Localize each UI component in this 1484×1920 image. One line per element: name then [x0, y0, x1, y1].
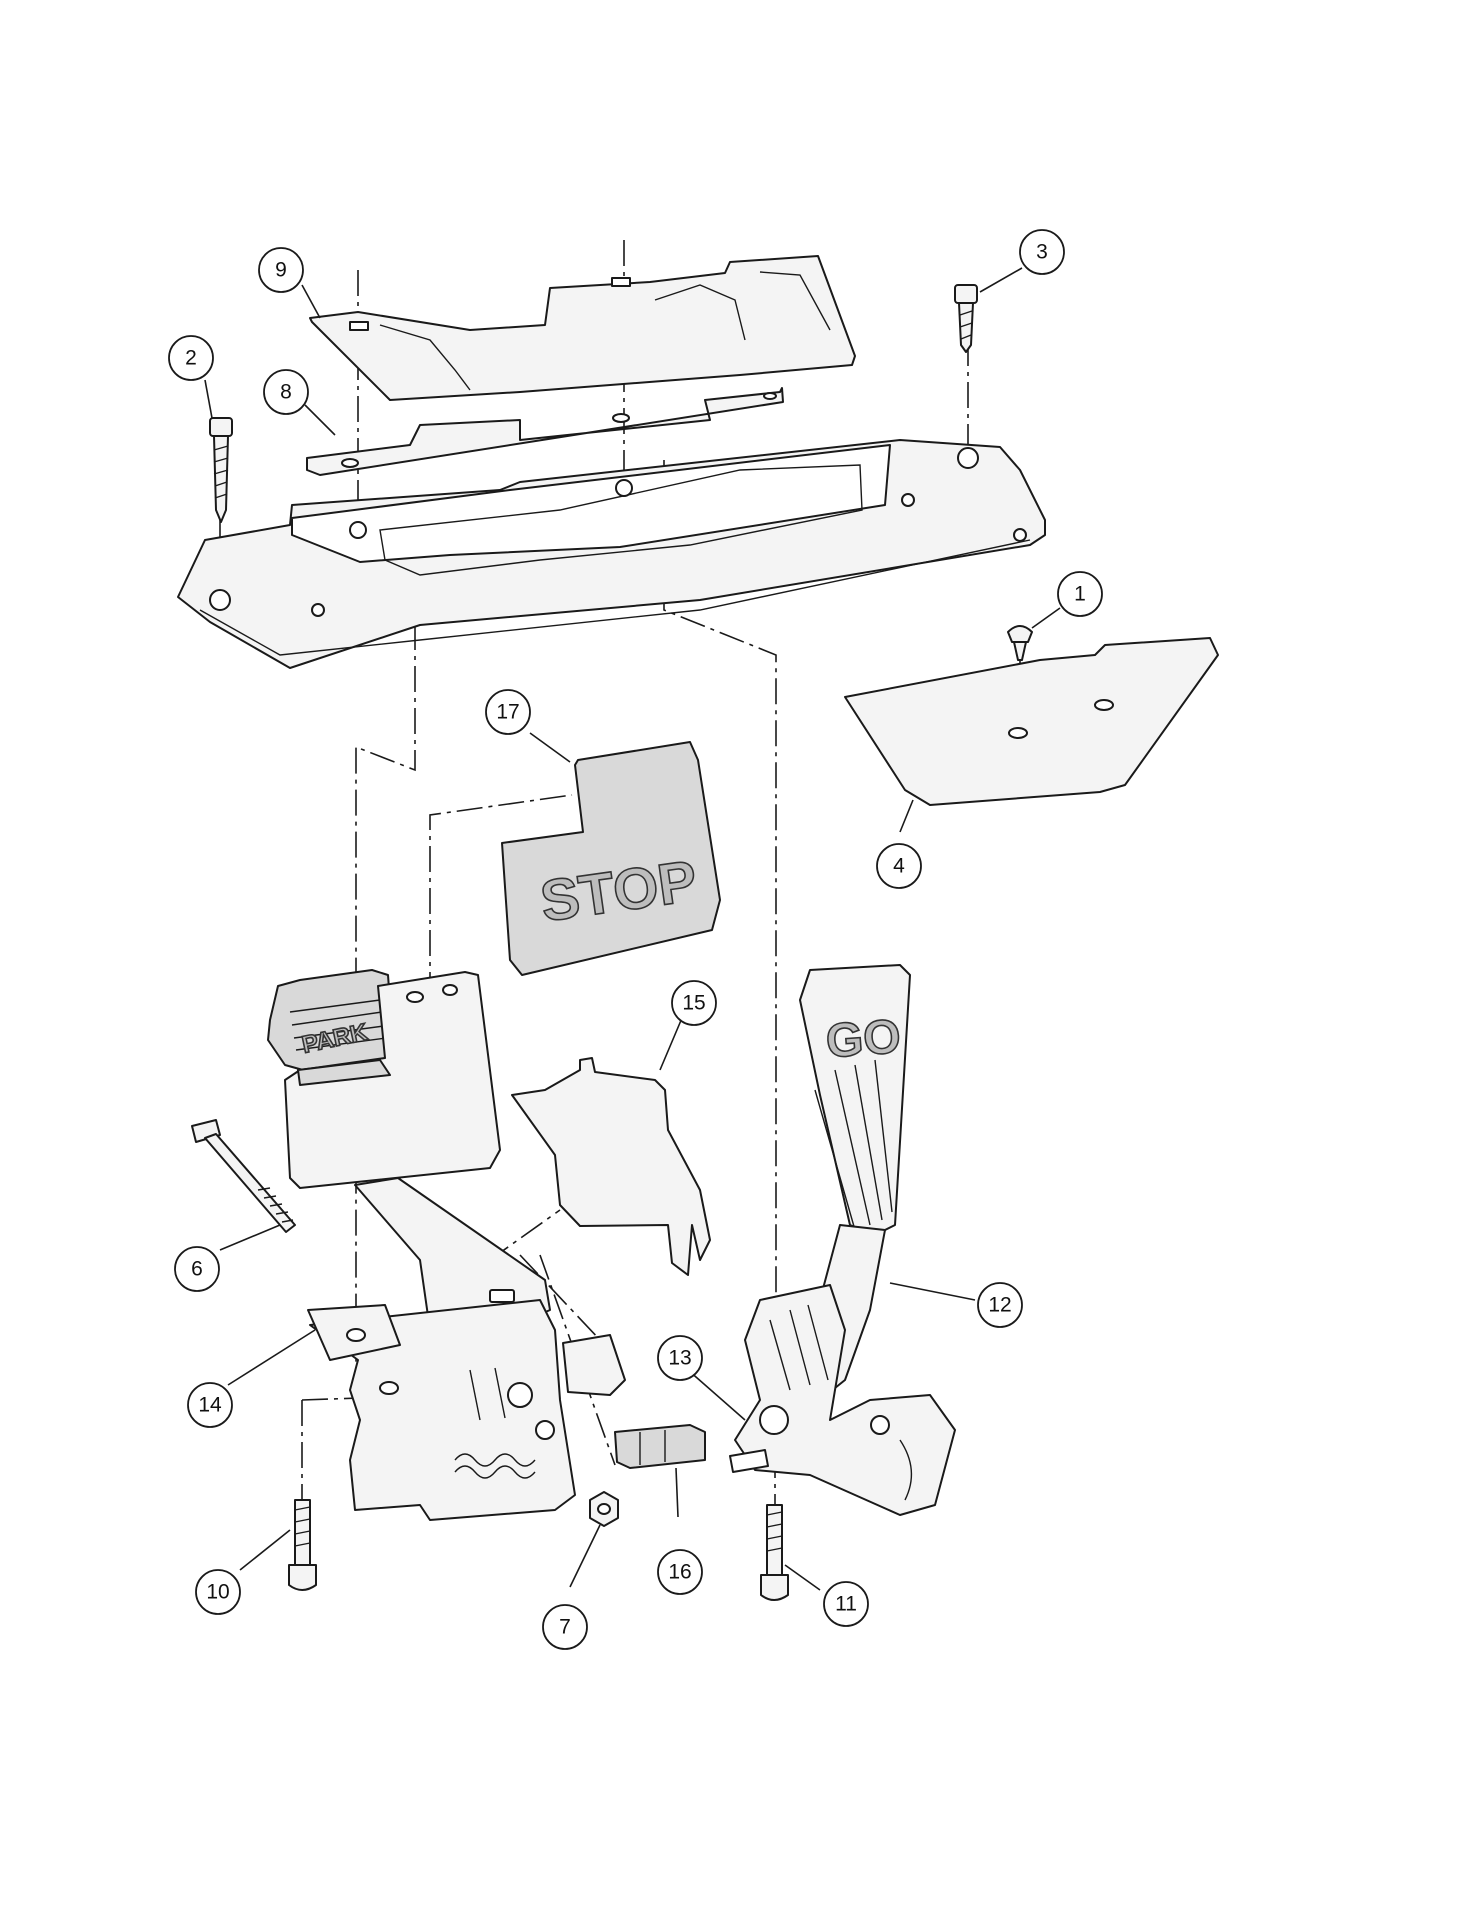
- push-pin-clip: [1007, 625, 1033, 661]
- callout-8: 8: [263, 369, 309, 415]
- callout-10: 10: [195, 1569, 241, 1615]
- callout-16: 16: [657, 1549, 703, 1595]
- callout-13: 13: [657, 1335, 703, 1381]
- callout-15: 15: [671, 980, 717, 1026]
- stop-bumper: [614, 1424, 706, 1469]
- callout-12-label: 12: [988, 1294, 1011, 1317]
- callout-14: 14: [187, 1382, 233, 1428]
- screw-right: [954, 284, 978, 353]
- callout-6-label: 6: [191, 1258, 203, 1281]
- callout-10-label: 10: [206, 1581, 229, 1604]
- leader-lines: [204, 267, 1061, 1591]
- go-pedal-text: GO: [824, 1010, 902, 1068]
- stop-pedal-pad: STOP: [501, 741, 721, 976]
- callout-11: 11: [823, 1581, 869, 1627]
- gasket-strip: [306, 387, 784, 476]
- callout-15-label: 15: [682, 992, 705, 1015]
- callout-4: 4: [876, 843, 922, 889]
- callout-11-label: 11: [835, 1593, 857, 1616]
- callout-3: 3: [1019, 229, 1065, 275]
- callout-6: 6: [174, 1246, 220, 1292]
- callout-14-label: 14: [198, 1394, 222, 1417]
- floor-mat: [844, 637, 1219, 806]
- callout-9: 9: [258, 247, 304, 293]
- bolt-left: [288, 1499, 317, 1591]
- callout-17: 17: [485, 689, 531, 735]
- callout-1-label: 1: [1074, 583, 1086, 606]
- callout-9-label: 9: [275, 259, 287, 282]
- brake-pedal-assembly: [284, 971, 626, 1521]
- screw-left: [209, 417, 233, 523]
- callout-1: 1: [1057, 571, 1103, 617]
- pivot-bolt-long: [191, 1119, 296, 1233]
- callout-7: 7: [542, 1604, 588, 1650]
- callout-3-label: 3: [1036, 241, 1048, 264]
- callout-2: 2: [168, 335, 214, 381]
- callout-16-label: 16: [668, 1561, 691, 1584]
- cover-bracket: [511, 1057, 711, 1276]
- callout-12: 12: [977, 1282, 1023, 1328]
- callout-4-label: 4: [893, 855, 905, 878]
- top-trim-cover: [309, 255, 856, 401]
- park-switch-text: PARK: [300, 1019, 371, 1059]
- accelerator-pedal-assembly: GO: [729, 964, 956, 1516]
- bolt-right: [760, 1504, 789, 1601]
- callout-8-label: 8: [280, 381, 292, 404]
- callout-2-label: 2: [185, 347, 197, 370]
- callout-17-label: 17: [496, 701, 519, 724]
- floor-panel: [177, 439, 1046, 669]
- callout-13-label: 13: [668, 1347, 691, 1370]
- hex-nut: [589, 1491, 619, 1527]
- park-brake-switch: PARK: [267, 969, 393, 1071]
- callout-7-label: 7: [559, 1616, 571, 1639]
